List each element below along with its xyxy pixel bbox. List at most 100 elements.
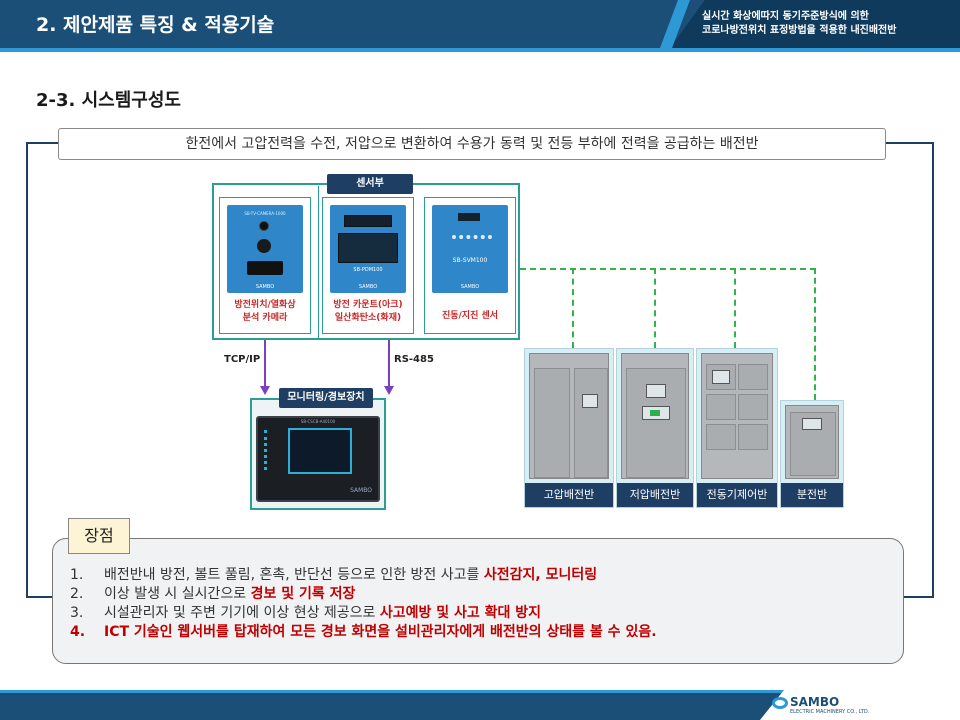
switchboard-cabinet bbox=[701, 353, 773, 479]
monitoring-screen bbox=[288, 428, 352, 474]
switchboard-label: 분전반 bbox=[781, 483, 843, 507]
caption-line1: 방전 카운트(아크) bbox=[333, 300, 403, 310]
advantage-text: ICT 기술인 웹서버를 탑재하여 모든 경보 화면을 설비관리자에게 배전반의… bbox=[104, 624, 657, 640]
caption-line2: 분석 카메라 bbox=[242, 313, 288, 323]
header-subtitle-line1: 실시간 화상에따지 동기주준방식에 의한 bbox=[702, 11, 869, 22]
camera-knob-icon bbox=[257, 239, 271, 253]
cabinet-drawer-6 bbox=[738, 424, 768, 450]
discharge-device-text: SB-PDM100 bbox=[353, 267, 383, 273]
arrow-rs485-line bbox=[388, 340, 390, 386]
advantage-text: 시설관리자 및 주변 기기에 이상 현상 제공으로 bbox=[104, 605, 380, 621]
cabinet-drawer-4 bbox=[738, 394, 768, 420]
camera-device-image: SB-TV-CAMERA-1000 SAMBO bbox=[227, 205, 303, 293]
advantage-item: 4. ICT 기술인 웹서버를 탑재하여 모든 경보 화면을 설비관리자에게 배전… bbox=[70, 623, 890, 642]
caption-line2: 일산화탄소(화재) bbox=[334, 313, 402, 323]
protocol-rs485-label: RS-485 bbox=[394, 354, 434, 365]
monitoring-label: 모니터링/경보장치 bbox=[279, 388, 373, 408]
dash-drop-4 bbox=[814, 268, 816, 400]
arrow-tcpip-line bbox=[264, 340, 266, 386]
caption-line1: 방전위치/열화상 bbox=[234, 300, 296, 310]
sensor-caption-discharge: 방전 카운트(아크) 일산화탄소(화재) bbox=[325, 299, 411, 325]
dash-drop-2 bbox=[654, 268, 656, 348]
footer-logo-text: SAMBO bbox=[790, 695, 840, 709]
header-stripe bbox=[0, 48, 960, 52]
cabinet-door-right bbox=[574, 368, 608, 478]
switchboard-label: 고압배전반 bbox=[525, 483, 613, 507]
advantage-number: 2. bbox=[70, 586, 84, 602]
monitoring-brand-text: SAMBO bbox=[350, 487, 372, 494]
frame-left bbox=[26, 142, 28, 598]
vibration-brand-text: SAMBO bbox=[460, 284, 480, 290]
discharge-device-image: SB-PDM100 SAMBO bbox=[330, 205, 406, 293]
sambo-logo-icon bbox=[772, 697, 788, 709]
advantage-number: 4. bbox=[70, 624, 86, 640]
switchboard-cabinet bbox=[785, 405, 839, 479]
frame-bottom-right bbox=[904, 596, 934, 598]
switchboard-label: 전동기제어반 bbox=[697, 483, 777, 507]
arrow-tcpip-head bbox=[260, 386, 270, 395]
camera-brand-text: SAMBO bbox=[255, 284, 275, 290]
cabinet-door-left bbox=[534, 368, 570, 478]
cabinet-meter bbox=[802, 418, 822, 430]
advantages-list: 1.배전반내 방전, 볼트 풀림, 혼촉, 반단선 등으로 인한 방전 사고를 … bbox=[70, 566, 890, 642]
advantage-item: 1.배전반내 방전, 볼트 풀림, 혼촉, 반단선 등으로 인한 방전 사고를 … bbox=[70, 566, 890, 585]
sensor-caption-camera: 방전위치/열화상 분석 카메라 bbox=[222, 299, 308, 325]
header-subtitle-line2: 코로나방전위치 표정방법을 적용한 내진배전반 bbox=[702, 25, 897, 36]
sensor-group-label: 센서부 bbox=[327, 174, 413, 194]
switchboard-motor-control: 전동기제어반 bbox=[696, 348, 778, 508]
switchboard-cabinet bbox=[529, 353, 609, 479]
discharge-brand-text: SAMBO bbox=[358, 284, 378, 290]
advantage-item: 3. 시설관리자 및 주변 기기에 이상 현상 제공으로 사고예방 및 사고 확대… bbox=[70, 604, 890, 623]
cabinet-meter bbox=[712, 370, 730, 384]
monitoring-buttons-icon bbox=[264, 430, 280, 470]
arrow-rs485-head bbox=[384, 386, 394, 395]
cabinet-meter bbox=[646, 384, 666, 398]
page-title: 2. 제안제품 특징 & 적용기술 bbox=[36, 14, 275, 36]
advantage-number: 3. bbox=[70, 605, 84, 621]
advantage-item: 2. 이상 발생 시 실시간으로 경보 및 기록 저장 bbox=[70, 585, 890, 604]
advantage-highlight: 사전감지, 모니터링 bbox=[483, 567, 598, 583]
footer-stripe bbox=[0, 690, 960, 693]
vibration-display-icon bbox=[458, 213, 480, 221]
switchboard-distribution: 분전반 bbox=[780, 400, 844, 508]
header-bar: 2. 제안제품 특징 & 적용기술 실시간 화상에따지 동기주준방식에 의한 코… bbox=[0, 0, 960, 52]
header-subtitle: 실시간 화상에따지 동기주준방식에 의한 코로나방전위치 표정방법을 적용한 내… bbox=[702, 10, 952, 38]
caption-line1: 진동/지진 센서 bbox=[441, 311, 499, 321]
advantage-highlight: 사고예방 및 사고 확대 방지 bbox=[379, 605, 542, 621]
cabinet-indicator bbox=[650, 410, 660, 416]
advantage-number: 1. bbox=[70, 567, 84, 583]
discharge-display-icon bbox=[344, 215, 392, 227]
discharge-panel-icon bbox=[338, 233, 398, 263]
camera-lens-icon bbox=[259, 221, 269, 231]
camera-device-text: SB-TV-CAMERA-1000 bbox=[244, 211, 286, 216]
frame-right bbox=[932, 142, 934, 598]
vibration-device-image: SB-SVM100 SAMBO bbox=[432, 205, 508, 293]
sensor-card-camera: SB-TV-CAMERA-1000 SAMBO 방전위치/열화상 분석 카메라 bbox=[219, 197, 311, 334]
switchboard-label: 저압배전반 bbox=[617, 483, 693, 507]
advantage-text: 배전반내 방전, 볼트 풀림, 혼촉, 반단선 등으로 인한 방전 사고를 bbox=[104, 567, 484, 583]
advantages-tag: 장점 bbox=[68, 518, 130, 554]
protocol-tcpip-label: TCP/IP bbox=[224, 354, 261, 365]
frame-bottom-left bbox=[26, 596, 54, 598]
sensor-caption-vibration: 진동/지진 센서 bbox=[427, 310, 513, 323]
vibration-leds-icon bbox=[452, 235, 492, 239]
camera-sensor-icon bbox=[247, 261, 283, 275]
footer-logo-area bbox=[760, 690, 960, 720]
section-title: 2-3. 시스템구성도 bbox=[36, 90, 181, 111]
header-right-panel bbox=[670, 0, 960, 48]
monitoring-model-text: SB-CSCB-A40100 bbox=[300, 419, 336, 424]
sensor-card-discharge: SB-PDM100 SAMBO 방전 카운트(아크) 일산화탄소(화재) bbox=[322, 197, 414, 334]
frame-top-left bbox=[26, 142, 58, 144]
advantage-text: 이상 발생 시 실시간으로 bbox=[104, 586, 251, 602]
dash-sensor-horizontal bbox=[520, 268, 816, 270]
switchboard-high-voltage: 고압배전반 bbox=[524, 348, 614, 508]
advantages-box bbox=[52, 538, 904, 664]
advantage-highlight: 경보 및 기록 저장 bbox=[250, 586, 356, 602]
cabinet-drawer-5 bbox=[706, 424, 736, 450]
footer-logo-subtext: ELECTRIC MACHINERY CO., LTD. bbox=[790, 709, 870, 715]
monitoring-device-image: SB-CSCB-A40100 SAMBO bbox=[256, 416, 380, 502]
sensor-divider bbox=[318, 186, 319, 338]
cabinet-drawer-3 bbox=[706, 394, 736, 420]
switchboard-low-voltage: 저압배전반 bbox=[616, 348, 694, 508]
summary-box: 한전에서 고압전력을 수전, 저압으로 변환하여 수용가 동력 및 전등 부하에… bbox=[58, 128, 886, 160]
